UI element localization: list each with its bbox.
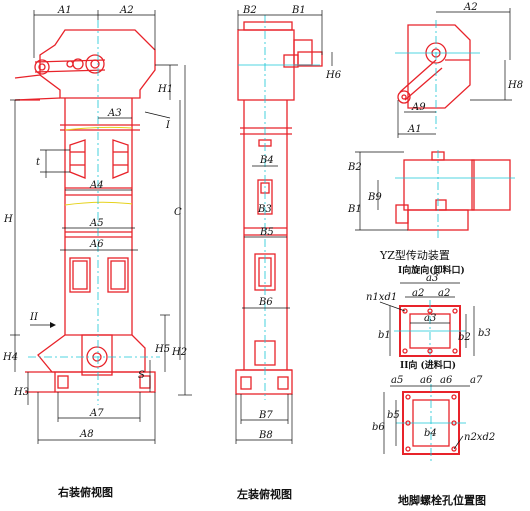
label-B2: B2 bbox=[242, 5, 257, 16]
label-A6: A6 bbox=[89, 239, 104, 250]
label-A2: A2 bbox=[119, 5, 134, 16]
label-H5: H5 bbox=[154, 344, 170, 355]
label-n2: n2xd2 bbox=[464, 432, 495, 443]
label-B4: B4 bbox=[259, 155, 274, 166]
label-a2-2: a2 bbox=[438, 288, 450, 299]
section-II-title: II向 (进料口) bbox=[400, 359, 456, 371]
label-H2: H2 bbox=[171, 347, 187, 358]
label-B3: B3 bbox=[257, 204, 272, 215]
label-H3: H3 bbox=[13, 387, 29, 398]
label-B6: B6 bbox=[258, 297, 273, 308]
anchor-caption: 地脚螺栓孔位置图 bbox=[398, 493, 486, 507]
label-A8: A8 bbox=[79, 429, 94, 440]
label-drive-B9: B9 bbox=[367, 192, 382, 203]
section-I: I向旋向(卸料口) a3 a2 a2 a3 b1 b2 b3 n1xd1 bbox=[366, 264, 491, 362]
label-a3-inner: a3 bbox=[424, 313, 436, 324]
label-B1: B1 bbox=[291, 5, 306, 16]
section-I-title: I向旋向(卸料口) bbox=[398, 264, 465, 276]
label-S: S bbox=[138, 370, 145, 381]
label-drive-A2: A2 bbox=[463, 2, 478, 13]
label-A1: A1 bbox=[57, 5, 72, 16]
label-n1: n1xd1 bbox=[366, 292, 397, 303]
label-C: C bbox=[174, 207, 182, 218]
front-view: A1 A2 A3 A4 A5 A6 A7 A8 H H4 H3 bbox=[2, 5, 192, 444]
label-drive-A1: A1 bbox=[407, 124, 422, 135]
label-b4: b4 bbox=[424, 428, 437, 439]
label-a2-1: a2 bbox=[412, 288, 424, 299]
label-b3: b3 bbox=[478, 328, 491, 339]
drive-title: YZ型传动装置 bbox=[379, 248, 450, 262]
label-b5: b5 bbox=[387, 410, 400, 421]
label-drive-H8: H8 bbox=[507, 80, 523, 91]
label-H6: H6 bbox=[325, 70, 342, 81]
label-a6-2: a6 bbox=[440, 375, 453, 386]
label-A5: A5 bbox=[89, 218, 104, 229]
label-H1: H1 bbox=[157, 84, 173, 95]
label-b2: b2 bbox=[458, 332, 471, 343]
label-drive-B1: B1 bbox=[347, 204, 362, 215]
label-b1: b1 bbox=[378, 330, 391, 341]
label-drive-B2: B2 bbox=[347, 162, 362, 173]
side-view-caption: 左装俯视图 bbox=[236, 487, 292, 501]
front-view-caption: 右装俯视图 bbox=[57, 485, 113, 499]
label-t: t bbox=[36, 157, 41, 168]
label-I: I bbox=[165, 120, 171, 131]
drive-view: A2 H8 A9 A1 B2 B1 B9 bbox=[347, 2, 523, 240]
label-a3-top: a3 bbox=[426, 273, 438, 284]
label-b6: b6 bbox=[372, 422, 385, 433]
label-a5: a5 bbox=[391, 375, 403, 386]
label-II: II bbox=[29, 312, 39, 323]
section-II: II向 (进料口) a5 a6 a6 a7 b6 b5 b4 n2xd2 bbox=[372, 359, 495, 462]
side-view: B2 B1 H6 B4 B3 B5 B6 B7 B8 bbox=[235, 5, 342, 444]
label-B5: B5 bbox=[259, 227, 274, 238]
label-H4: H4 bbox=[2, 352, 18, 363]
label-A4: A4 bbox=[89, 180, 104, 191]
label-B8: B8 bbox=[258, 430, 273, 441]
label-a6-1: a6 bbox=[420, 375, 433, 386]
label-a7: a7 bbox=[470, 375, 483, 386]
label-drive-A9: A9 bbox=[411, 102, 426, 113]
label-B7: B7 bbox=[258, 410, 273, 421]
label-A3: A3 bbox=[107, 108, 122, 119]
label-A7: A7 bbox=[89, 408, 104, 419]
label-H: H bbox=[3, 214, 13, 225]
